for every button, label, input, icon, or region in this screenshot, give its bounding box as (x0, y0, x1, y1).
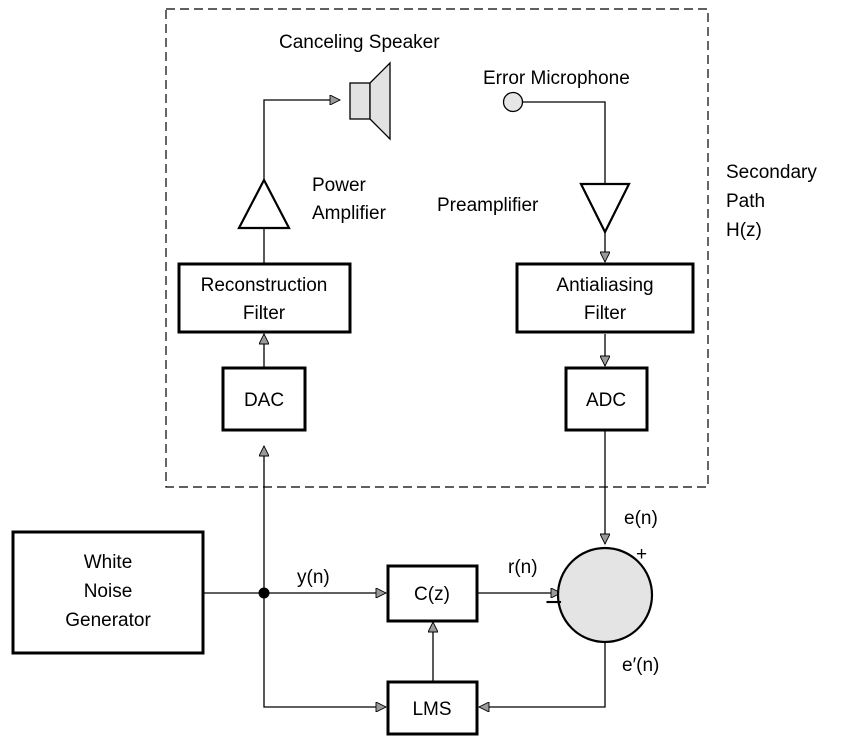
dac-label: DAC (244, 390, 284, 411)
wire-eprime-to-lms (479, 643, 606, 707)
summer-plus-sign: + (636, 544, 647, 565)
aa-filter-line2: Filter (584, 303, 627, 324)
microphone-icon (502, 91, 524, 113)
y-signal-label: y(n) (297, 567, 330, 588)
aa-filter-line1: Antialiasing (556, 275, 653, 296)
wng-line1: White (84, 552, 133, 573)
power-amplifier-icon (237, 177, 291, 230)
r-signal-label: r(n) (508, 557, 538, 578)
speaker-icon (349, 61, 391, 141)
secondary-path-line1: Secondary (726, 162, 817, 183)
wire-y-to-lms (263, 593, 386, 707)
speaker-label: Canceling Speaker (279, 32, 440, 53)
adc-block (564, 366, 649, 432)
adc-label: ADC (586, 390, 626, 411)
junction-dot (258, 587, 270, 599)
preamplifier-label: Preamplifier (437, 195, 539, 216)
eprime-signal-label: e′(n) (622, 655, 659, 676)
wire-mic-to-preamp (523, 101, 606, 184)
summing-junction (556, 546, 654, 644)
lms-label: LMS (412, 699, 451, 720)
antialiasing-filter-block (515, 262, 695, 334)
secondary-path-line2: Path (726, 191, 765, 212)
cz-label: C(z) (414, 584, 450, 605)
e-signal-label: e(n) (624, 508, 658, 529)
power-amp-line2: Amplifier (312, 203, 387, 224)
wng-line3: Generator (65, 610, 151, 631)
recon-filter-line1: Reconstruction (201, 275, 328, 296)
secondary-path-line3: H(z) (726, 220, 762, 241)
dac-block (221, 366, 307, 432)
power-amp-line1: Power (312, 175, 367, 196)
lms-block (386, 680, 479, 736)
reconstruction-filter-block (177, 262, 352, 334)
mic-label: Error Microphone (483, 68, 630, 89)
secondary-path-boundary (165, 8, 709, 488)
preamplifier-icon (579, 182, 631, 235)
wire-poweramp-to-speaker (263, 100, 340, 180)
summer-minus-sign: − (545, 586, 563, 619)
cz-block (386, 564, 479, 623)
wng-line2: Noise (84, 581, 133, 602)
recon-filter-line2: Filter (243, 303, 286, 324)
white-noise-generator-block (11, 530, 205, 655)
